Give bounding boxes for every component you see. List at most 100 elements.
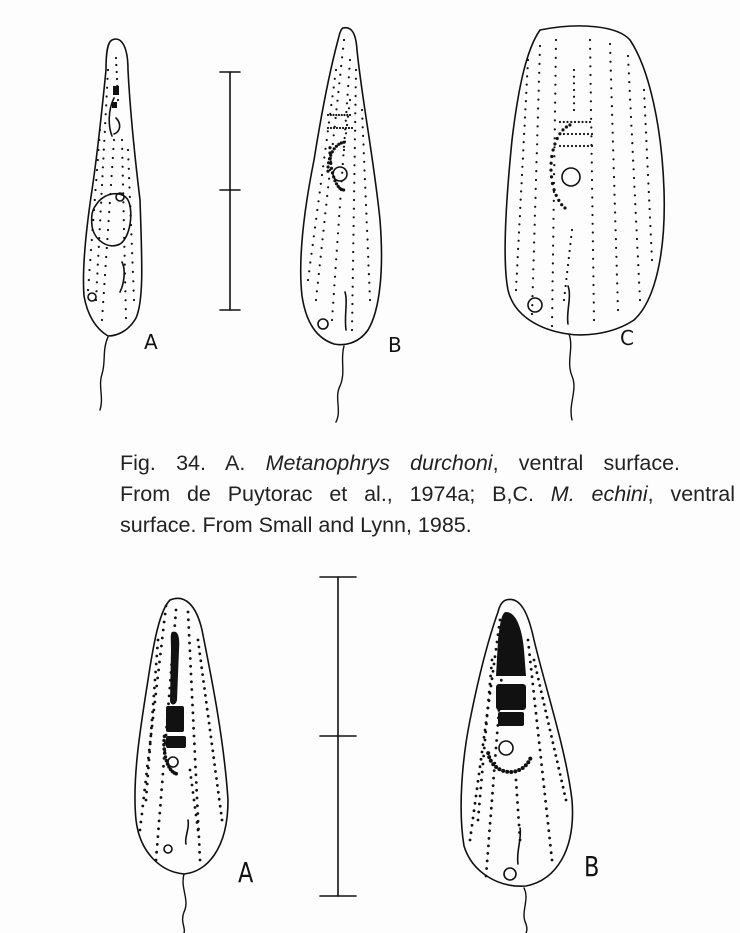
caption-line-2: From de Puytorac et al., 1974a; B,C. M. …	[120, 479, 735, 510]
kinetid-dot	[471, 816, 475, 820]
kinetid-dot	[204, 694, 207, 697]
kinetid-dot	[348, 58, 352, 62]
kinetid-dot	[566, 132, 570, 136]
kinetid-dot	[147, 758, 151, 762]
kinetid-dot	[337, 113, 341, 117]
kinetid-dot	[563, 291, 566, 295]
kinetid-dot	[516, 808, 520, 812]
kinetid-dot	[104, 113, 107, 116]
kinetid-dot	[138, 828, 142, 832]
kinetid-dot	[321, 238, 324, 241]
oral-kinetid-dot	[554, 193, 558, 197]
kinetid-dot	[586, 132, 590, 136]
oral-kinetid-dot	[560, 203, 564, 207]
oral-kinetid-dot	[550, 181, 555, 186]
kinetid-dot	[354, 129, 357, 132]
kinetid-dot	[482, 754, 485, 758]
kinetid-dot	[154, 662, 158, 666]
kinetid-dot	[551, 271, 554, 274]
cell-top-a-oral-line	[108, 97, 115, 137]
kinetid-dot	[628, 81, 631, 84]
kinetid-dot	[351, 320, 354, 323]
kinetid-dot	[589, 108, 593, 112]
kinetid-dot	[644, 131, 648, 134]
oral-kinetid-dot	[497, 767, 502, 772]
oral-kinetid-dot	[491, 762, 496, 767]
kinetid-dot	[628, 89, 631, 92]
kinetid-dot	[323, 156, 326, 159]
cell-bottom-b-membranelle-3	[498, 712, 524, 726]
kinetid-dot	[614, 211, 617, 214]
kinetid-dot	[165, 725, 169, 729]
kinetid-dot	[363, 178, 366, 181]
cell-bottom-b-cilium	[523, 887, 528, 933]
kinetid-dot	[163, 612, 167, 616]
kinetid-dot	[480, 750, 484, 754]
oral-kinetid-dot	[332, 175, 336, 179]
kinetid-dot	[592, 292, 595, 295]
kinetid-dot	[554, 74, 557, 77]
kinetid-dot	[115, 63, 118, 67]
kinetid-dot	[537, 98, 540, 101]
kinetid-dot	[544, 799, 547, 803]
kinetid-dot	[562, 298, 566, 302]
kinetid-dot	[198, 850, 202, 854]
kinetid-dot	[165, 718, 169, 721]
kinetid-dot	[145, 790, 149, 794]
kinetid-dot	[191, 703, 194, 707]
kinetid-dot	[590, 178, 594, 182]
cell-top-b	[299, 26, 383, 423]
oral-kinetid-dot	[326, 169, 330, 173]
kinetid-dot	[332, 126, 336, 130]
kinetid-dot	[488, 829, 491, 833]
kinetid-dot	[566, 270, 569, 274]
kinetid-dot	[188, 657, 192, 660]
kinetid-dot	[572, 102, 576, 105]
kinetid-dot	[344, 119, 347, 122]
kinetid-dot	[570, 228, 574, 232]
kinetid-dot	[494, 754, 497, 757]
kinetid-dot	[551, 741, 555, 745]
kinetid-dot	[476, 779, 480, 783]
panel-label-top-c: C	[620, 326, 634, 350]
kinetid-dot	[329, 113, 332, 117]
kinetid-dot	[610, 105, 614, 108]
kinetid-dot	[153, 700, 157, 704]
kinetid-dot	[98, 237, 101, 240]
panel-label-top-a: A	[144, 330, 158, 354]
kinetid-dot	[348, 113, 352, 117]
kinetid-dot	[534, 196, 537, 199]
kinetid-dot	[161, 628, 165, 632]
kinetid-dot	[561, 785, 565, 789]
kinetid-dot	[520, 190, 523, 193]
cell-bottom-b-outline	[460, 598, 574, 887]
kinetid-dot	[216, 790, 220, 794]
kinetid-dot	[589, 56, 592, 59]
kinetid-dot	[161, 772, 165, 776]
kinetid-dot	[90, 238, 93, 242]
kinetid-dot	[491, 669, 495, 673]
kinetid-dot	[342, 148, 346, 152]
kinetid-dot	[317, 200, 320, 203]
kinetid-dot	[526, 58, 530, 62]
cell-bottom-b-vacuole	[498, 740, 514, 756]
oral-kinetid-dot	[336, 184, 340, 188]
kinetid-dot	[629, 98, 632, 101]
kinetid-dot	[211, 749, 215, 753]
kinetid-dot	[155, 850, 159, 854]
kinetid-dot	[521, 157, 525, 160]
kinetid-dot	[122, 219, 125, 222]
kinetid-dot	[352, 233, 355, 236]
kinetid-dot	[544, 709, 547, 713]
kinetid-dot	[195, 821, 199, 824]
oral-kinetid-dot	[162, 742, 166, 747]
kinetid-dot	[338, 214, 341, 218]
kinetid-dot	[650, 250, 653, 253]
kinetid-dot	[487, 698, 490, 702]
kinetid-dot	[532, 268, 535, 271]
kinetid-dot	[648, 207, 651, 211]
kinetid-dot	[612, 175, 616, 179]
kinetid-dot	[555, 760, 559, 764]
kinetid-dot	[577, 120, 580, 124]
kinetid-dot	[485, 859, 489, 863]
